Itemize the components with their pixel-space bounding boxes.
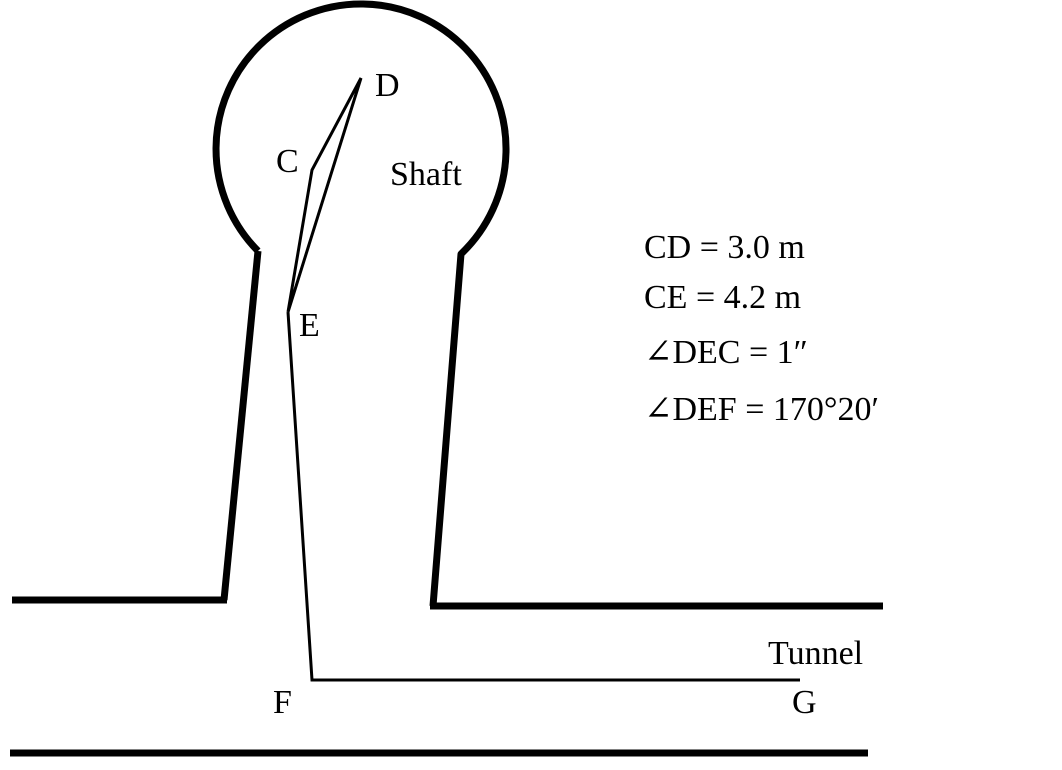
shaft-left-wall [212, 0, 510, 607]
shaft-label: Shaft [390, 156, 462, 193]
tunnel-label: Tunnel [768, 635, 863, 672]
given-cd: CD = 3.0 m [644, 229, 805, 266]
shaft-left-side [220, 250, 262, 601]
given-angle-dec: ∠DEC = 1″ [644, 334, 808, 371]
point-label-f: F [273, 684, 292, 721]
given-ce: CE = 4.2 m [644, 279, 801, 316]
triangle-cde [286, 77, 363, 313]
traverse-efg [286, 311, 800, 682]
point-label-g: G [792, 684, 817, 721]
point-label-c: C [276, 143, 299, 180]
point-label-e: E [299, 307, 320, 344]
point-label-d: D [375, 67, 400, 104]
given-angle-def: ∠DEF = 170°20′ [644, 391, 879, 428]
